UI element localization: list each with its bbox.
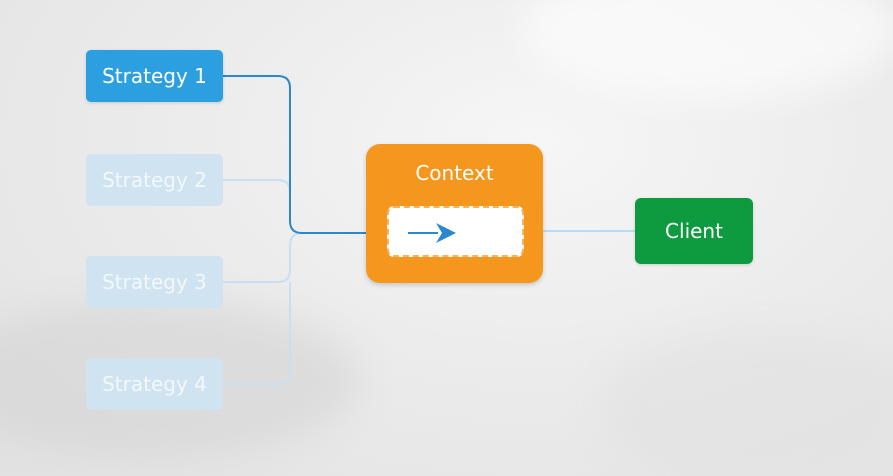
strategy-2-box[interactable]: Strategy 2	[86, 154, 223, 206]
client-box[interactable]: Client	[635, 198, 753, 264]
strategy-3-box[interactable]: Strategy 3	[86, 256, 223, 308]
arrowhead-icon	[436, 223, 456, 243]
strategy-1-box[interactable]: Strategy 1	[86, 50, 223, 102]
context-box[interactable]: Context	[366, 144, 543, 283]
strategy-slot	[387, 206, 524, 257]
context-title: Context	[415, 161, 494, 185]
connector-strategy-1	[223, 75, 440, 234]
connector-strategy-3	[223, 232, 366, 283]
connector-strategy-4	[223, 282, 291, 385]
strategy-4-box[interactable]: Strategy 4	[86, 358, 223, 410]
